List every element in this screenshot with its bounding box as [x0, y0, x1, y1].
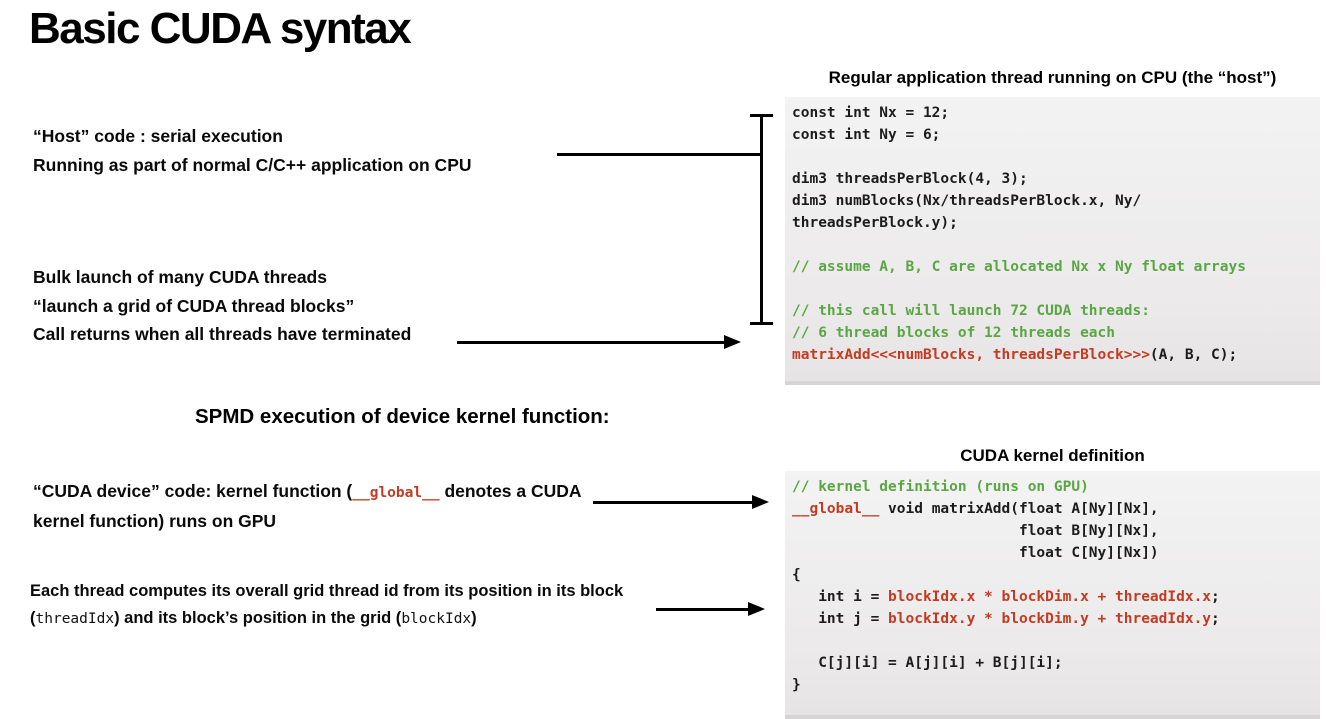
- code-segment: C[j][i] = A[j][i] + B[j][i];: [792, 655, 1063, 671]
- arrow-launch-shaft: [457, 341, 725, 344]
- annotation-text: (: [30, 609, 36, 627]
- annotation-line: (threadIdx) and its block’s position in …: [30, 605, 623, 633]
- code-segment: void matrixAdd(float A[Ny][Nx],: [879, 501, 1159, 517]
- code-line: // 6 thread blocks of 12 threads each: [792, 322, 1320, 344]
- arrow-launch-head-icon: [724, 335, 741, 349]
- cpu-panel-header: Regular application thread running on CP…: [828, 68, 1277, 87]
- code-segment: blockIdx.x * blockDim.x + threadIdx.x: [888, 589, 1212, 605]
- code-line: [792, 278, 1320, 300]
- code-segment: // assume A, B, C are allocated Nx x Ny …: [792, 259, 1246, 275]
- code-line: const int Ny = 6;: [792, 124, 1320, 146]
- bracket-vertical-line: [760, 116, 763, 325]
- blockidx-inline-code: blockIdx: [401, 611, 472, 627]
- annotation-bulk-launch: Bulk launch of many CUDA threads “launch…: [33, 263, 411, 349]
- code-line: __global__ void matrixAdd(float A[Ny][Nx…: [792, 498, 1320, 520]
- bracket-top-cap: [750, 114, 773, 117]
- code-segment: dim3 numBlocks(Nx/threadsPerBlock.x, Ny/: [792, 193, 1142, 209]
- code-segment: // this call will launch 72 CUDA threads…: [792, 303, 1150, 319]
- code-segment: // kernel definition (runs on GPU): [792, 479, 1089, 495]
- annotation-text: ) and its block’s position in the grid (: [114, 609, 402, 627]
- annotation-line: “launch a grid of CUDA thread blocks”: [33, 295, 355, 316]
- code-segment: // 6 thread blocks of 12 threads each: [792, 325, 1116, 341]
- annotation-host-code: “Host” code : serial execution Running a…: [33, 122, 472, 180]
- arrow-threadid-head-icon: [748, 602, 765, 616]
- spmd-heading: SPMD execution of device kernel function…: [195, 405, 610, 428]
- code-segment: float B[Ny][Nx],: [792, 523, 1159, 539]
- code-line: // this call will launch 72 CUDA threads…: [792, 300, 1320, 322]
- code-segment: const int Ny = 6;: [792, 127, 941, 143]
- code-line: C[j][i] = A[j][i] + B[j][i];: [792, 652, 1320, 674]
- code-line: matrixAdd<<<numBlocks, threadsPerBlock>>…: [792, 344, 1320, 366]
- code-segment: threadsPerBlock.y);: [792, 215, 958, 231]
- annotation-device-code: “CUDA device” code: kernel function (__g…: [33, 477, 582, 535]
- bracket-bottom-cap: [750, 322, 773, 325]
- arrow-threadid-shaft: [656, 608, 749, 611]
- threadidx-inline-code: threadIdx: [35, 611, 115, 627]
- annotation-text: denotes a CUDA: [439, 481, 582, 501]
- annotation-thread-id: Each thread computes its overall grid th…: [30, 578, 623, 633]
- annotation-line: Running as part of normal C/C++ applicat…: [33, 155, 472, 175]
- code-segment: int i =: [792, 589, 889, 605]
- kernel-panel-header: CUDA kernel definition: [960, 446, 1145, 465]
- arrow-device-head-icon: [752, 495, 769, 509]
- slide-title: Basic CUDA syntax: [29, 4, 412, 53]
- code-segment: ;: [1211, 611, 1220, 627]
- code-segment: const int Nx = 12;: [792, 105, 950, 121]
- code-line: threadsPerBlock.y);: [792, 212, 1320, 234]
- code-segment: ;: [1211, 589, 1220, 605]
- code-segment: matrixAdd<<<numBlocks, threadsPerBlock>>…: [792, 347, 1150, 363]
- code-line: const int Nx = 12;: [792, 102, 1320, 124]
- code-segment: {: [792, 567, 801, 583]
- code-line: [792, 146, 1320, 168]
- annotation-line: Each thread computes its overall grid th…: [30, 582, 624, 600]
- code-segment: (A, B, C);: [1149, 347, 1238, 363]
- code-line: int j = blockIdx.y * blockDim.y + thread…: [792, 608, 1320, 630]
- annotation-line: Call returns when all threads have termi…: [33, 324, 412, 344]
- annotation-text: “CUDA device” code: kernel function (: [33, 481, 353, 501]
- code-line: [792, 234, 1320, 256]
- code-segment: }: [792, 677, 801, 693]
- code-segment: __global__: [792, 501, 880, 517]
- code-segment: dim3 threadsPerBlock(4, 3);: [792, 171, 1028, 187]
- code-line: dim3 numBlocks(Nx/threadsPerBlock.x, Ny/: [792, 190, 1320, 212]
- code-line: {: [792, 564, 1320, 586]
- code-line: // kernel definition (runs on GPU): [792, 476, 1320, 498]
- code-line: float C[Ny][Nx]): [792, 542, 1320, 564]
- annotation-text: ): [471, 609, 477, 627]
- code-line: }: [792, 674, 1320, 696]
- cpu-code-panel: const int Nx = 12; const int Ny = 6; dim3…: [785, 97, 1320, 385]
- code-line: float B[Ny][Nx],: [792, 520, 1320, 542]
- code-line: int i = blockIdx.x * blockDim.x + thread…: [792, 586, 1320, 608]
- annotation-line: “Host” code : serial execution: [33, 126, 283, 146]
- code-segment: blockIdx.y * blockDim.y + threadIdx.y: [888, 611, 1212, 627]
- kernel-code-panel: // kernel definition (runs on GPU) __glob…: [785, 471, 1320, 719]
- arrow-device-shaft: [593, 501, 753, 504]
- code-line: dim3 threadsPerBlock(4, 3);: [792, 168, 1320, 190]
- code-segment: int j =: [792, 611, 889, 627]
- code-segment: float C[Ny][Nx]): [792, 545, 1159, 561]
- code-line: [792, 630, 1320, 652]
- global-keyword-inline-code: __global__: [352, 485, 440, 501]
- annotation-line: Bulk launch of many CUDA threads: [33, 267, 327, 287]
- annotation-line: “CUDA device” code: kernel function (__g…: [33, 477, 582, 507]
- annotation-line: kernel function) runs on GPU: [33, 511, 277, 531]
- connector-line-host: [557, 153, 762, 156]
- code-line: // assume A, B, C are allocated Nx x Ny …: [792, 256, 1320, 278]
